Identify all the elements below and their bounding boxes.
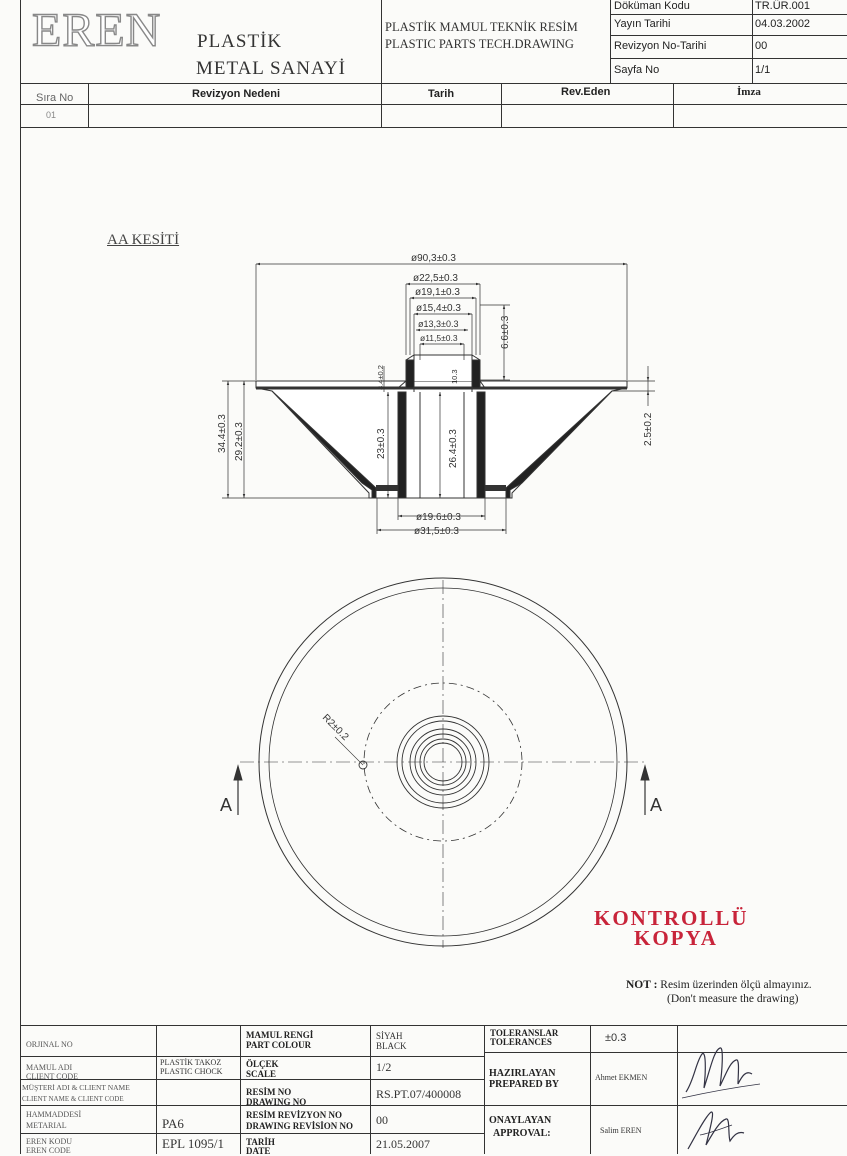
dim-d-15-4: ø15,4±0.3 — [416, 303, 461, 314]
label-tolerances-2: TOLERANCES — [490, 1037, 552, 1047]
value-date: 21.05.2007 — [376, 1137, 430, 1151]
doc-title-tr: PLASTİK MAMUL TEKNİK RESİM — [385, 20, 578, 34]
value-eren-code: EPL 1095/1 — [162, 1136, 224, 1151]
rev-row-number: 01 — [46, 110, 57, 120]
label-colour-2: PART COLOUR — [246, 1040, 312, 1050]
value-rev-no: 00 — [376, 1113, 388, 1127]
value-part-name-2: PLASTIC CHOCK — [160, 1067, 223, 1076]
dim-h-29-2: 29.2±0.3 — [234, 422, 245, 461]
label-approval-1: ONAYLAYAN — [489, 1115, 552, 1126]
label-scale-1: ÖLÇEK — [246, 1059, 279, 1069]
value-scale: 1/2 — [376, 1060, 392, 1074]
value-colour-1: SİYAH — [376, 1031, 403, 1041]
section-mark-left: A — [220, 795, 232, 815]
dim-h-8-4: 8.4±0.2 — [376, 365, 385, 390]
rev-header-sira: Sıra No — [36, 92, 74, 104]
label-client-code-2: CLIENT CODE — [26, 1072, 79, 1081]
brand-line1: PLASTİK — [197, 31, 283, 52]
value-material: PA6 — [162, 1116, 184, 1131]
dim-d-31-5: ø31,5±0.3 — [414, 526, 459, 537]
label-rev-no-1: RESİM REVİZYON NO — [246, 1110, 343, 1120]
label-scale-2: SCALE — [246, 1069, 277, 1079]
value-drawing-no: RS.PT.07/400008 — [376, 1087, 462, 1101]
dim-d-19-6: ø19.6±0.3 — [416, 512, 461, 523]
value-prepared-name: Ahmet EKMEN — [595, 1073, 648, 1082]
meta-label-page: Sayfa No — [614, 64, 660, 76]
label-material-1: HAMMADDESİ — [26, 1110, 82, 1119]
meta-label-doc-code: Döküman Kodu — [614, 0, 690, 12]
value-tolerances: ±0.3 — [605, 1032, 627, 1044]
label-tolerances-1: TOLERANSLAR — [490, 1028, 559, 1038]
note-text-tr: Resim üzerinden ölçü almayınız. — [660, 979, 812, 991]
label-date-2: DATE — [246, 1146, 271, 1156]
brand-line2: METAL SANAYİ — [196, 58, 346, 79]
label-client-name-2: CLIENT NAME & CLIENT CODE — [22, 1095, 124, 1103]
note: NOT : Resim üzerinden ölçü almayınız. — [626, 978, 812, 993]
dim-h-23: 23±0.3 — [376, 428, 387, 459]
label-approval-2: APPROVAL: — [493, 1128, 551, 1139]
note-text-en: (Don't measure the drawing) — [667, 993, 799, 1005]
signature-prepared — [681, 1047, 761, 1099]
dim-d-outer: ø90,3±0.3 — [411, 253, 456, 264]
stamp-line2: KOPYA — [634, 926, 718, 946]
label-date-1: TARİH — [246, 1137, 275, 1147]
rev-header-date: Tarih — [428, 88, 455, 100]
brand-logo: EREN — [31, 4, 162, 57]
doc-title-en: PLASTIC PARTS TECH.DRAWING — [385, 37, 574, 51]
dim-d-11-5: ø11,5±0.3 — [420, 333, 458, 343]
dim-d-22-5: ø22,5±0.3 — [413, 273, 458, 284]
dim-d-13-3: ø13,3±0.3 — [418, 319, 458, 329]
stamp-line1: KONTROLLÜ — [594, 906, 749, 930]
label-orijinal-no: ORJINAL NO — [26, 1040, 73, 1049]
meta-label-rev: Revizyon No-Tarihi — [614, 40, 707, 52]
dim-h-26-4: 26.4±0.3 — [448, 429, 459, 468]
dim-radius: R2±0.2 — [320, 712, 351, 743]
dim-h-2-5: 2.5±0.2 — [643, 412, 654, 446]
label-eren-code-1: EREN KODU — [26, 1137, 72, 1146]
section-mark-right: A — [650, 795, 662, 815]
label-eren-code-2: EREN CODE — [26, 1146, 71, 1155]
label-material-2: METARIAL — [26, 1121, 67, 1130]
label-drawing-no-1: RESİM NO — [246, 1087, 292, 1097]
note-label: NOT : — [626, 979, 658, 991]
dim-d-19-1: ø19,1±0.3 — [415, 287, 460, 298]
value-approval-name: Salim EREN — [600, 1126, 642, 1135]
meta-value-page: 1/1 — [755, 64, 771, 76]
meta-label-pub-date: Yayın Tarihi — [614, 18, 671, 30]
dim-h-34-4: 34.4±0.3 — [217, 414, 228, 453]
label-prepared-1: HAZIRLAYAN — [489, 1068, 556, 1079]
label-client-name-1: MÜŞTERİ ADI & CLIENT NAME — [22, 1083, 130, 1092]
meta-value-doc-code: TR.ÜR.001 — [755, 0, 811, 12]
rev-header-sign: İmza — [737, 86, 761, 98]
meta-value-rev: 00 — [755, 40, 768, 52]
label-colour-1: MAMUL RENGİ — [246, 1030, 314, 1040]
signature-approval — [687, 1111, 745, 1150]
dimension-lines — [222, 262, 655, 534]
meta-value-pub-date: 04.03.2002 — [755, 18, 811, 30]
cross-section — [255, 354, 628, 499]
dim-h-6-6: 6.6±0.3 — [500, 315, 511, 349]
value-colour-2: BLACK — [376, 1041, 407, 1051]
rev-header-by: Rev.Eden — [561, 86, 611, 98]
label-prepared-2: PREPARED BY — [489, 1079, 560, 1090]
section-title: AA KESİTİ — [107, 232, 180, 248]
plan-view — [233, 577, 650, 948]
rev-header-reason: Revizyon Nedeni — [192, 88, 281, 100]
dim-h-10-3: 10.3 — [450, 369, 459, 384]
label-drawing-no-2: DRAWING NO — [246, 1097, 307, 1107]
label-rev-no-2: DRAWING REVİSİON NO — [246, 1121, 354, 1131]
value-part-name-1: PLASTİK TAKOZ — [160, 1058, 222, 1067]
label-client-code-1: MAMUL ADI — [26, 1063, 73, 1072]
